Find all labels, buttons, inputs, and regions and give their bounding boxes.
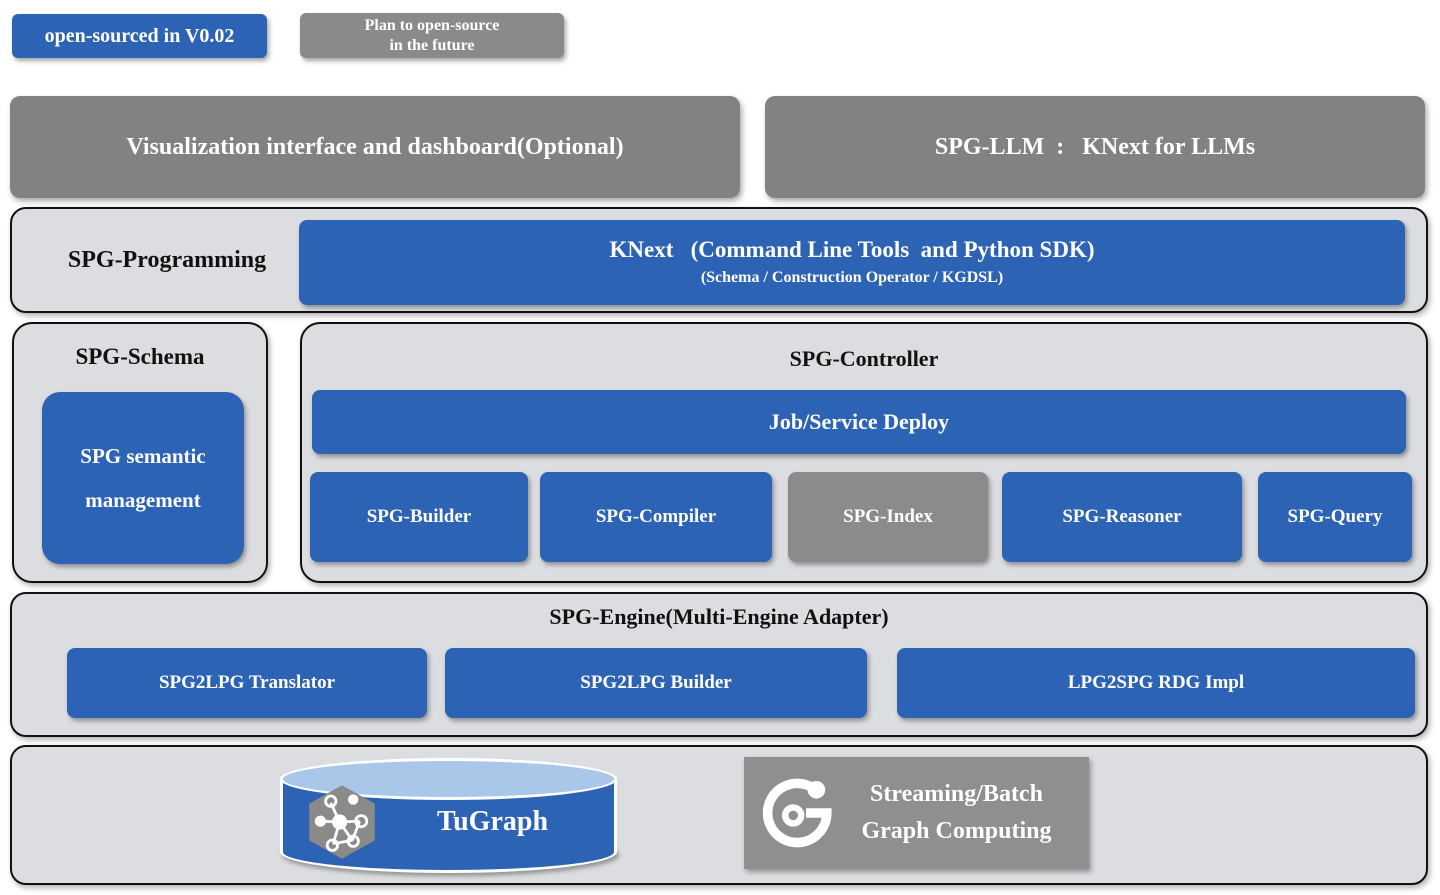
tugraph-label: TuGraph [436,806,549,837]
spg2lpg-translator-label: SPG2LPG Translator [158,672,336,693]
spg2lpg-translator-box: SPG2LPG Translator [67,648,427,718]
infrastructure-panel: TuGraph Streaming/Batch Graph Computing [10,745,1428,885]
spg-schema-title: SPG-Schema [75,344,205,369]
spg-controller-panel: SPG-Controller Job/Service Deploy SPG-Bu… [300,322,1428,583]
legend-open-sourced: open-sourced in V0.02 [12,14,267,58]
spg-semantic-management-box: SPG semantic management [42,392,244,564]
lpg2spg-rdg-impl-label: LPG2SPG RDG Impl [1067,672,1245,693]
streaming-batch-box: Streaming/Batch Graph Computing [744,757,1089,869]
visualization-header-label: Visualization interface and dashboard(Op… [126,133,624,160]
spg-reasoner-label: SPG-Reasoner [1062,506,1182,527]
tugraph-database-cylinder: TuGraph [280,758,617,873]
spg-builder-box: SPG-Builder [310,472,528,562]
streaming-line1: Streaming/Batch [870,781,1043,807]
streaming-line2: Graph Computing [861,818,1052,844]
job-service-deploy-label: Job/Service Deploy [768,409,950,434]
graph-computing-g-icon [758,773,838,853]
streaming-batch-label: Streaming/Batch Graph Computing [838,776,1075,850]
spg-engine-panel: SPG-Engine(Multi-Engine Adapter) SPG2LPG… [10,592,1428,737]
spg-schema-panel: SPG-Schema SPG semantic management [12,322,268,583]
knext-box: KNext (Command Line Tools and Python SDK… [299,220,1405,305]
lpg2spg-rdg-impl-box: LPG2SPG RDG Impl [897,648,1415,718]
spg-query-label: SPG-Query [1287,506,1383,527]
hexagon-graph-network-icon [302,782,382,862]
spg-compiler-box: SPG-Compiler [540,472,772,562]
spg-controller-title: SPG-Controller [789,346,939,371]
spg-query-box: SPG-Query [1258,472,1412,562]
job-service-deploy-box: Job/Service Deploy [312,390,1406,454]
spg-engine-title: SPG-Engine(Multi-Engine Adapter) [549,604,889,629]
spg2lpg-builder-label: SPG2LPG Builder [580,672,732,693]
knext-title: KNext (Command Line Tools and Python SDK… [609,236,1095,262]
spg-reasoner-box: SPG-Reasoner [1002,472,1242,562]
spg2lpg-builder-box: SPG2LPG Builder [445,648,867,718]
spg-programming-panel: SPG-Programming KNext (Command Line Tool… [10,207,1428,313]
legend-planned-line2: in the future [389,36,475,54]
spg-semantic-line1: SPG semantic [80,444,206,468]
legend-open-sourced-label: open-sourced in V0.02 [44,24,235,47]
legend-planned-line1: Plan to open-source [364,16,500,34]
spg-compiler-label: SPG-Compiler [595,506,717,527]
spg-index-box: SPG-Index [788,472,988,562]
spg-index-label: SPG-Index [843,506,933,527]
visualization-header-box: Visualization interface and dashboard(Op… [10,96,740,198]
spg-semantic-line2: management [85,488,201,512]
spg-programming-label: SPG-Programming [67,246,267,273]
spg-llm-header-label: SPG-LLM : KNext for LLMs [934,133,1256,160]
knext-subtitle: (Schema / Construction Operator / KGDSL) [700,268,1004,286]
spg-llm-header-box: SPG-LLM : KNext for LLMs [765,96,1425,198]
spg-builder-label: SPG-Builder [366,506,472,527]
legend-planned: Plan to open-source in the future [300,13,564,58]
